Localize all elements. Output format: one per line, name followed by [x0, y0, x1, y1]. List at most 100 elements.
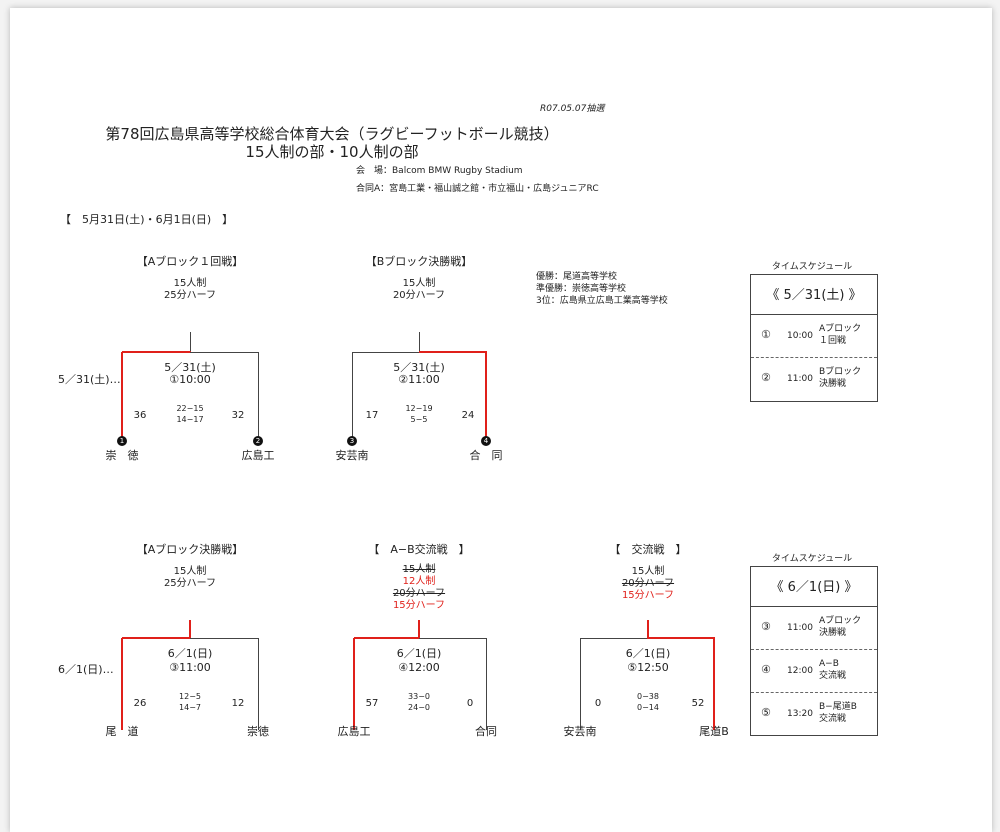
match-time: ②11:00: [398, 373, 440, 386]
tournament-title: 第78回広島県高等学校総合体育大会（ラグビーフットボール競技）: [105, 125, 559, 143]
match-format-halves-old: 20分ハーフ: [621, 578, 675, 589]
bracket-left-winner: [121, 352, 123, 440]
half-score-2: 24−0: [408, 703, 430, 712]
day1-label: 5／31(土)…: [58, 373, 121, 386]
half-score-2: 14−17: [176, 415, 204, 424]
half-score-1: 12−19: [405, 404, 433, 413]
bracket-right-winner: [485, 352, 487, 440]
date-range-heading: 【 5月31日(土)・6月1日(日) 】: [60, 213, 234, 226]
schedule-row: ① 10:00 Aブロック １回戦: [761, 324, 862, 346]
match-date: 5／31(土): [164, 361, 216, 374]
bracket-right-winner: [713, 638, 715, 730]
bracket-top-left: [352, 352, 419, 353]
half-score-1: 12−5: [179, 692, 201, 701]
seed-number-badge: 1: [117, 436, 127, 446]
day2-label: 6／1(日)…: [58, 663, 114, 676]
schedule-table: ③ 11:00 Aブロック 決勝戦 ④ 12:00 A−B 交流戦 ⑤ 13:2…: [750, 606, 878, 736]
half-score-1: 33−0: [408, 692, 430, 701]
joint-team-line: 合同A：宮島工業・福山誠之館・市立福山・広島ジュニアRC: [356, 184, 599, 194]
match-format-halves-new: 15分ハーフ: [392, 600, 446, 611]
schedule-row: ② 11:00 Bブロック 決勝戦: [761, 367, 862, 389]
match-format-halves-old: 20分ハーフ: [392, 588, 446, 599]
match-title: 【 交流戦 】: [609, 543, 687, 556]
half-score-1: 22−15: [176, 404, 204, 413]
bracket-top-left-winner: [122, 351, 191, 353]
bracket-left-winner: [353, 638, 355, 730]
match-format-players: 15人制: [173, 566, 207, 577]
match-format-players: 15人制: [173, 278, 207, 289]
match-date: 6／1(日): [396, 647, 442, 660]
bracket-right: [486, 638, 487, 730]
team-left: 尾 道: [105, 725, 139, 738]
bracket-stem-winner: [189, 620, 191, 638]
runner-up-line: 準優勝：崇徳高等学校: [536, 284, 627, 294]
match-format-halves: 20分ハーフ: [392, 290, 446, 301]
schedule-divider: [751, 649, 877, 650]
schedule-table: ① 10:00 Aブロック １回戦 ② 11:00 Bブロック 決勝戦: [750, 314, 878, 402]
schedule-row: ④ 12:00 A−B 交流戦: [761, 659, 847, 681]
seed-number-badge: 3: [347, 436, 357, 446]
team-left: 安芸南: [335, 449, 369, 462]
score-left: 36: [133, 410, 147, 421]
schedule-date: 《 6／1(日) 》: [770, 580, 858, 595]
half-score-2: 0−14: [637, 703, 659, 712]
match-title: 【Aブロック決勝戦】: [136, 543, 244, 556]
match-format-players: 15人制: [402, 278, 436, 289]
match-title: 【Aブロック１回戦】: [136, 255, 244, 268]
score-left: 57: [365, 698, 379, 709]
match-time: ④12:00: [398, 661, 440, 674]
match-time: ③11:00: [169, 661, 211, 674]
venue-line: 会 場：Balcom BMW Rugby Stadium: [356, 166, 523, 176]
score-right: 24: [461, 410, 475, 421]
score-right: 52: [691, 698, 705, 709]
seed-number-badge: 2: [253, 436, 263, 446]
document-page: R07.05.07抽選 第78回広島県高等学校総合体育大会（ラグビーフットボール…: [10, 8, 992, 832]
bracket-right: [258, 638, 259, 730]
match-title: 【 A−B交流戦 】: [368, 543, 470, 556]
winner-line: 優勝：尾道高等学校: [536, 272, 618, 282]
match-format-players: 15人制: [631, 566, 665, 577]
seed-number-badge: 4: [481, 436, 491, 446]
bracket-stem: [190, 332, 191, 352]
bracket-stem-winner: [418, 620, 420, 638]
schedule-date-box: 《 6／1(日) 》: [750, 566, 878, 612]
schedule-divider: [751, 357, 877, 358]
match-time: ⑤12:50: [627, 661, 669, 674]
match-date: 6／1(日): [625, 647, 671, 660]
score-right: 12: [231, 698, 245, 709]
match-format-halves-new: 15分ハーフ: [621, 590, 675, 601]
half-score-2: 14−7: [179, 703, 201, 712]
score-left: 0: [594, 698, 602, 709]
score-left: 17: [365, 410, 379, 421]
team-left: 崇 徳: [105, 449, 139, 462]
bracket-top-left: [580, 638, 648, 639]
team-right: 崇徳: [247, 725, 269, 738]
score-left: 26: [133, 698, 147, 709]
half-score-2: 5−5: [410, 415, 428, 424]
bracket-stem: [419, 332, 420, 352]
bracket-left: [352, 352, 353, 440]
match-format-halves: 25分ハーフ: [163, 578, 217, 589]
bracket-stem-winner: [647, 620, 649, 638]
match-format-players-new: 12人制: [402, 576, 436, 587]
bracket-left-winner: [121, 638, 123, 730]
match-format-players-old: 15人制: [402, 564, 436, 575]
schedule-caption: タイムスケジュール: [771, 262, 853, 272]
match-date: 6／1(日): [167, 647, 213, 660]
bracket-top-right: [419, 638, 486, 639]
tournament-subtitle: 15人制の部・10人制の部: [245, 143, 419, 161]
schedule-date-box: 《 5／31(土) 》: [750, 274, 878, 320]
match-date: 5／31(土): [393, 361, 445, 374]
schedule-row: ⑤ 13:20 B−尾道B 交流戦: [761, 702, 857, 724]
bracket-top-left-winner: [354, 637, 420, 639]
third-place-line: 3位：広島県立広島工業高等学校: [536, 296, 668, 306]
schedule-caption: タイムスケジュール: [771, 554, 853, 564]
bracket-top-right: [190, 352, 258, 353]
team-right: 尾道B: [699, 725, 729, 738]
bracket-top-right-winner: [419, 351, 487, 353]
score-right: 32: [231, 410, 245, 421]
bracket-left: [580, 638, 581, 730]
bracket-right: [258, 352, 259, 440]
team-right: 合 同: [469, 449, 503, 462]
team-right: 広島工: [241, 449, 275, 462]
